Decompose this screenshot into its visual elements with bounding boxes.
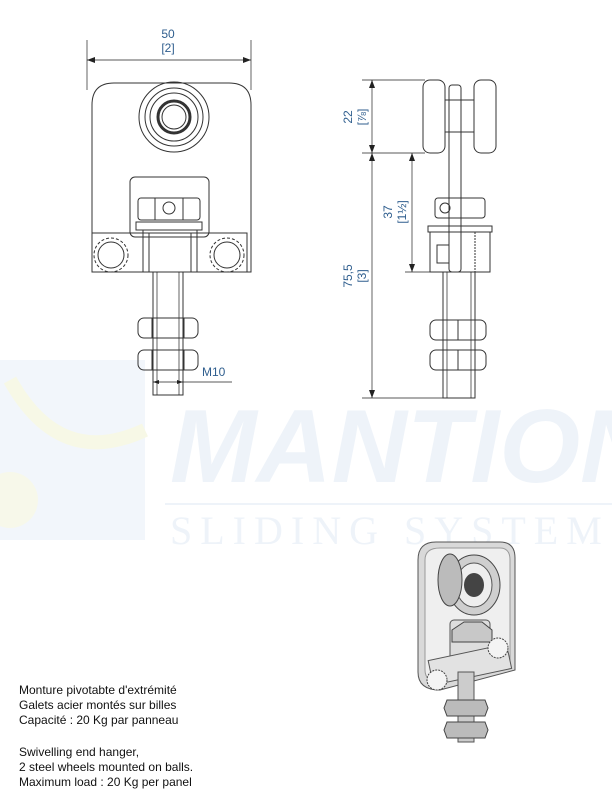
description-line: Maximum load : 20 Kg per panel <box>19 775 192 789</box>
description-line: Swivelling end hanger, <box>19 745 140 759</box>
wheel-height-dimension: 22 <box>341 110 355 124</box>
width-dimension: 50 <box>161 27 175 41</box>
bracket-height-dimension: 37 <box>381 205 395 219</box>
front-view: 50 [2] M10 <box>86 27 252 396</box>
description-line: 2 steel wheels mounted on balls. <box>19 760 194 774</box>
thread-dimension: M10 <box>202 365 226 379</box>
description-french: Monture pivotabte d'extrémité Galets aci… <box>19 683 178 728</box>
width-dimension-inch: [2] <box>161 41 174 55</box>
description-line: Capacité : 20 Kg par panneau <box>19 713 179 727</box>
watermark-tagline: SLIDING SYSTEMS <box>170 508 612 553</box>
product-3d-render <box>417 541 516 743</box>
watermark: MANTION SLIDING SYSTEMS <box>0 360 612 553</box>
wheel-height-dimension-inch: [⅞] <box>355 109 369 126</box>
total-height-dimension: 75,5 <box>341 264 355 288</box>
description-line: Galets acier montés sur billes <box>19 698 177 712</box>
description-english: Swivelling end hanger, 2 steel wheels mo… <box>19 745 193 790</box>
bracket-height-dimension-inch: [1½] <box>395 200 409 223</box>
watermark-brand: MANTION <box>170 389 612 505</box>
description-line: Monture pivotabte d'extrémité <box>19 683 177 697</box>
total-height-dimension-inch: [3] <box>355 269 369 282</box>
side-view: 22 [⅞] 37 [1½] 75,5 [3] <box>341 79 497 399</box>
